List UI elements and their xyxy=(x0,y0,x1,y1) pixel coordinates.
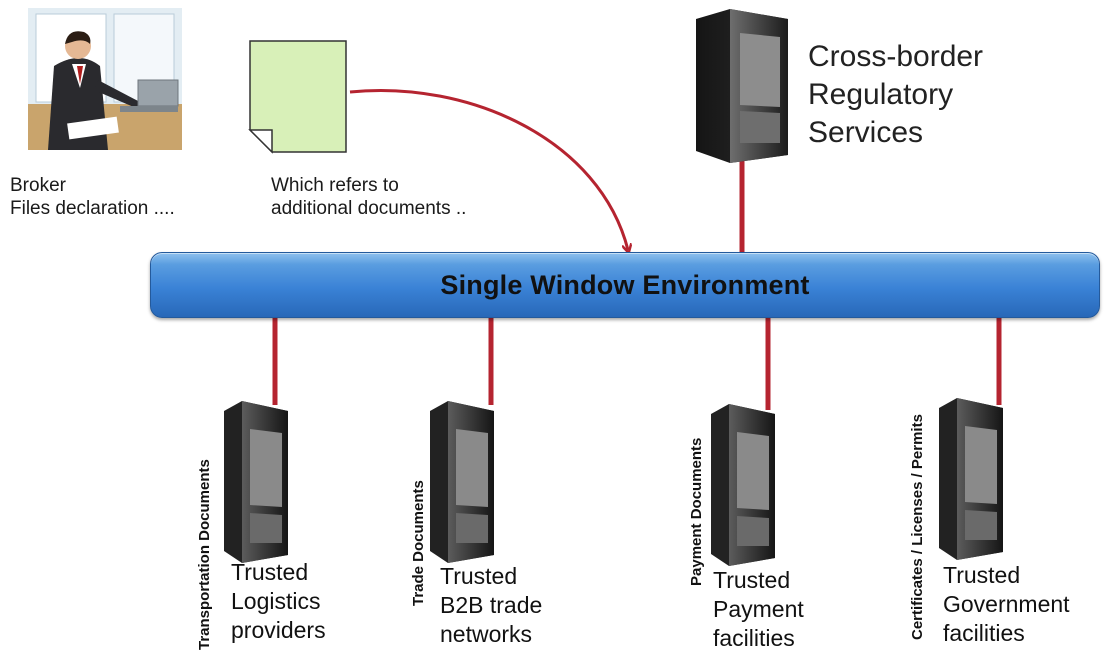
document-caption: Which refers to additional documents .. xyxy=(271,175,467,219)
server-icon xyxy=(224,401,288,563)
server-icon xyxy=(939,398,1003,560)
broker-caption: Broker Files declaration .... xyxy=(10,175,175,219)
reference-arrow xyxy=(349,89,628,250)
regulatory-label: Cross-border Regulatory Services xyxy=(808,40,984,149)
payment-label: Trusted Payment facilities xyxy=(713,567,804,651)
government-label: Trusted Government facilities xyxy=(943,562,1070,646)
logistics-label: Trusted Logistics providers xyxy=(231,559,326,643)
category-label-payment: Payment Documents xyxy=(688,437,705,586)
single-window-bar: Single Window Environment xyxy=(150,252,1100,318)
server-icon xyxy=(711,404,775,566)
document-icon xyxy=(248,40,347,154)
single-window-label: Single Window Environment xyxy=(440,270,810,300)
b2b-label: Trusted B2B trade networks xyxy=(440,563,543,647)
category-label-transportation: Transportation Documents xyxy=(196,459,213,650)
server-icon xyxy=(430,401,494,563)
server-icon xyxy=(696,9,788,163)
category-label-trade: Trade Documents xyxy=(410,480,427,606)
broker-icon xyxy=(28,8,182,150)
category-label-certificates: Certificates / Licenses / Permits xyxy=(909,414,926,640)
